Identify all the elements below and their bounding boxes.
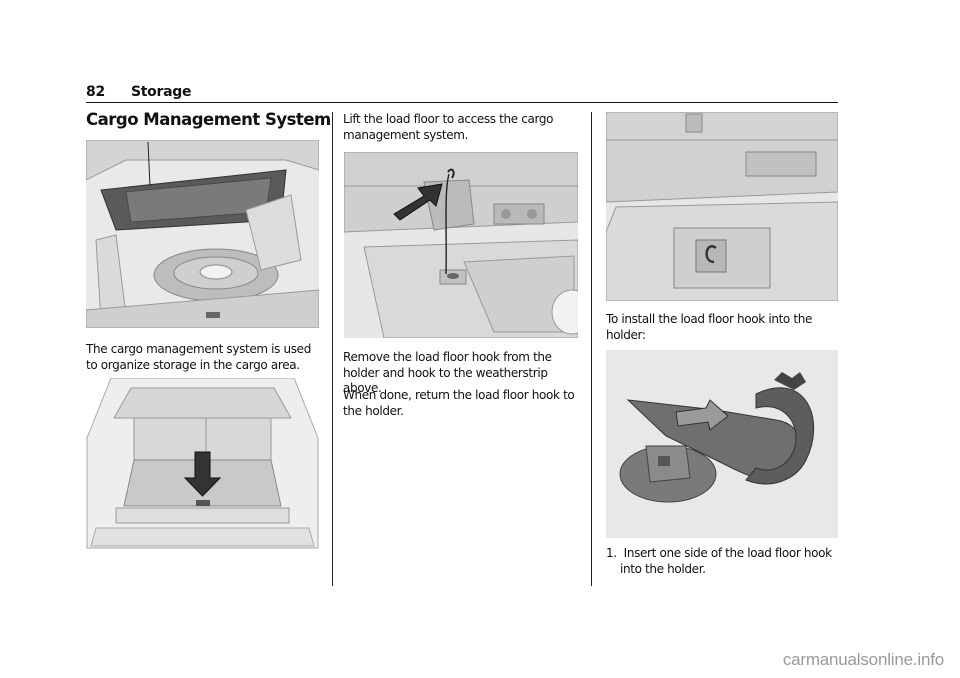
- return-hook-paragraph: When done, return the load floor hook to…: [343, 388, 575, 418]
- hook-to-weatherstrip-illustration: [344, 152, 578, 338]
- column-divider: [332, 112, 333, 586]
- rear-vehicle-load-floor-illustration: [86, 378, 319, 561]
- remove-hook-paragraph: Remove the load floor hook from the hold…: [343, 350, 552, 395]
- hook-in-holder-illustration: [606, 112, 838, 301]
- section-name: Storage: [131, 84, 192, 100]
- step-1-instruction: 1. Insert one side of the load floor hoo…: [606, 546, 832, 576]
- watermark: carmanualsonline.info: [782, 650, 944, 669]
- load-floor-hook-insertion-illustration: [606, 350, 838, 538]
- lift-floor-paragraph: Lift the load floor to access the cargo …: [343, 112, 554, 142]
- header-rule: [86, 102, 838, 103]
- intro-paragraph: The cargo management system is used to o…: [86, 342, 311, 372]
- cargo-area-spare-tire-illustration: [86, 140, 319, 328]
- column-divider: [591, 112, 592, 586]
- page-header: 82 Storage: [86, 84, 838, 104]
- install-hook-paragraph: To install the load floor hook into the …: [606, 312, 813, 342]
- section-title: Cargo Management System: [86, 110, 331, 129]
- page-number: 82: [86, 84, 105, 100]
